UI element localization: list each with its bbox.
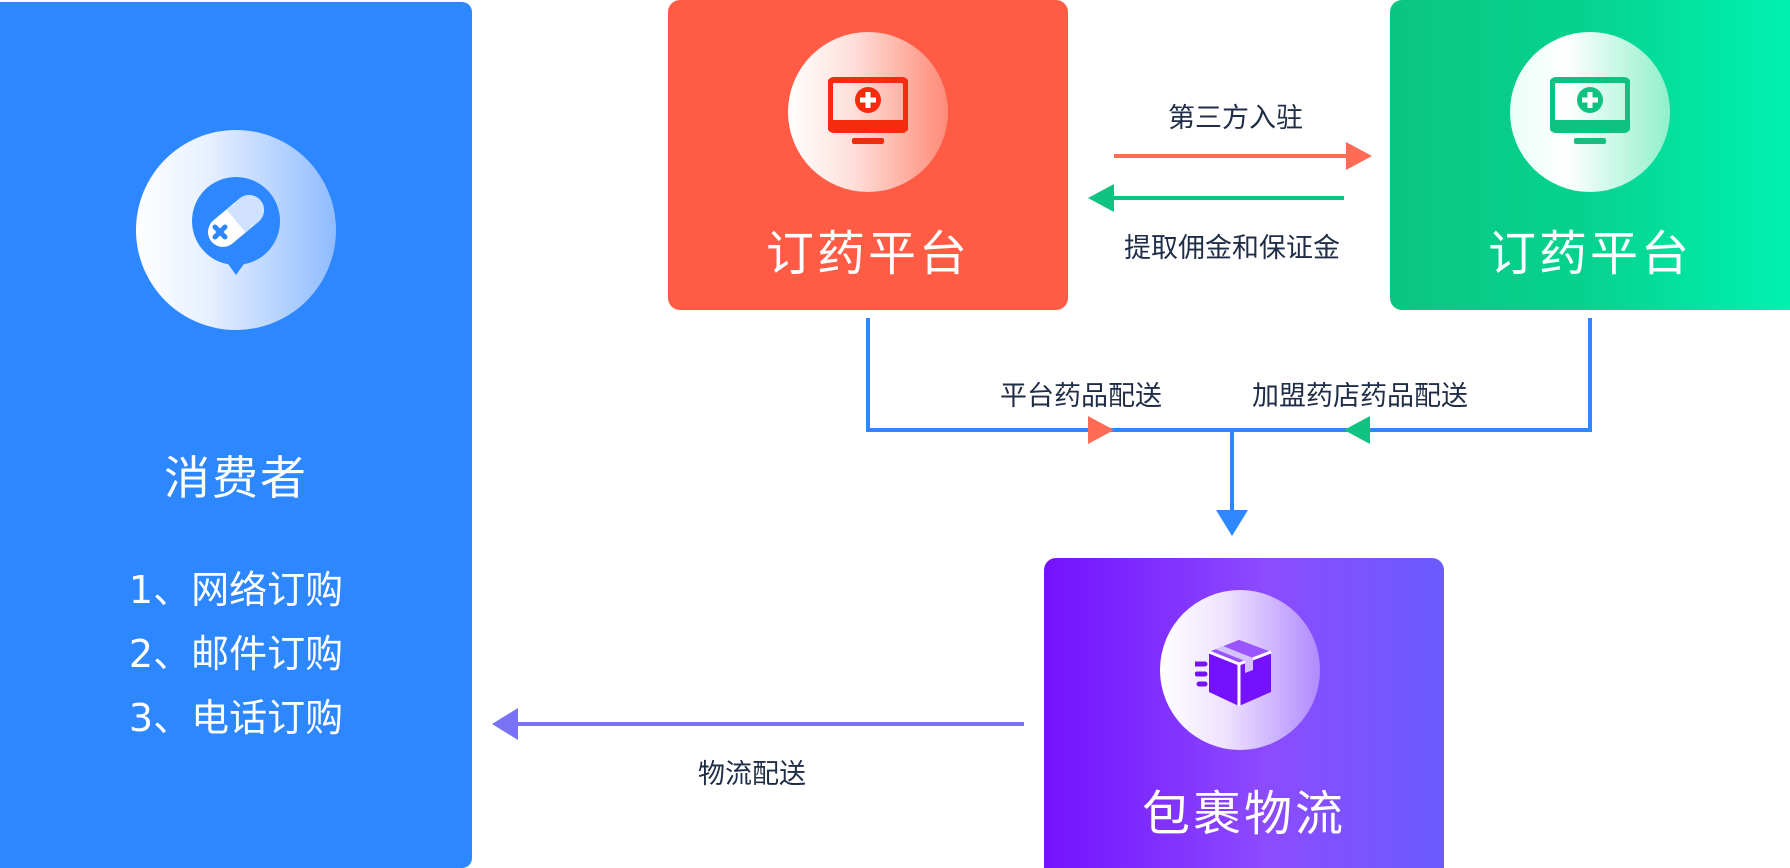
platform-box-right: 订药平台 xyxy=(1390,0,1790,310)
label-third-party: 第三方入驻 xyxy=(1168,103,1303,134)
consumer-order-methods: 1、网络订购 2、邮件订购 3、电话订购 xyxy=(0,558,472,750)
pill-chat-icon xyxy=(192,177,280,275)
list-item: 2、邮件订购 xyxy=(128,632,344,676)
logistics-box: 包裹物流 xyxy=(1044,558,1444,868)
logistics-icon-circle xyxy=(1160,590,1320,750)
label-platform-delivery: 平台药品配送 xyxy=(1000,381,1162,412)
arrow-commission-head xyxy=(1088,184,1114,212)
arrow-platform-delivery-head xyxy=(1088,416,1114,444)
package-box-icon xyxy=(1195,640,1272,706)
consumer-icon-circle xyxy=(136,130,336,330)
logistics-title: 包裹物流 xyxy=(1141,786,1346,842)
arrow-logistics-delivery-head xyxy=(492,708,518,740)
platform-right-title: 订药平台 xyxy=(1487,226,1692,282)
list-item: 1、网络订购 xyxy=(128,568,344,612)
arrow-third-party-head xyxy=(1346,142,1372,170)
arrow-to-logistics-head xyxy=(1216,510,1248,536)
consumer-title: 消费者 xyxy=(164,451,308,505)
monitor-medical-icon xyxy=(1550,77,1630,144)
label-franchise-delivery: 加盟药店药品配送 xyxy=(1252,381,1468,412)
arrow-franchise-delivery-head xyxy=(1344,416,1370,444)
monitor-medical-icon xyxy=(828,77,908,144)
platform-right-icon-circle xyxy=(1510,32,1670,192)
list-item: 3、电话订购 xyxy=(128,696,344,740)
platform-box-left: 订药平台 xyxy=(668,0,1068,310)
platform-left-icon-circle xyxy=(788,32,948,192)
consumer-panel: 消费者 1、网络订购 2、邮件订购 3、电话订购 xyxy=(0,2,472,868)
label-commission: 提取佣金和保证金 xyxy=(1124,233,1340,264)
label-logistics-delivery: 物流配送 xyxy=(698,759,806,790)
platform-left-title: 订药平台 xyxy=(765,226,970,282)
